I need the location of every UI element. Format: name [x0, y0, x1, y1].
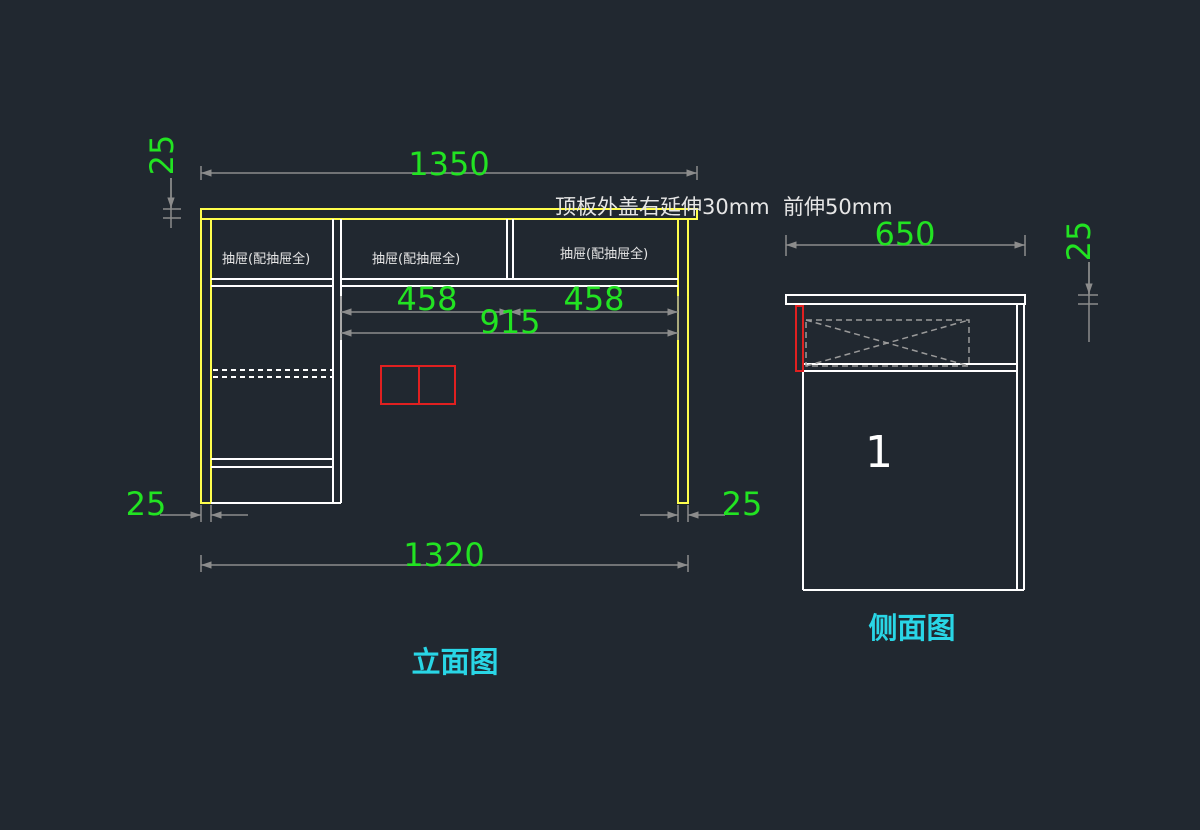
side-panel-number: 1	[865, 427, 893, 478]
side-top-panel	[785, 294, 1026, 305]
side-drawer-box	[805, 319, 970, 367]
side-view: 1 650 25 侧面图	[785, 215, 1098, 645]
dim-leg-left-label: 25	[126, 485, 167, 523]
adjustable-shelf	[213, 369, 333, 378]
dim-bottom-width	[200, 555, 689, 572]
side-drawer-front	[795, 305, 804, 372]
top-panel-note: 顶板外盖右延伸30mm 前伸50mm	[555, 195, 893, 219]
drawer-rail	[341, 219, 678, 287]
front-view-title: 立面图	[411, 645, 498, 679]
left-cabinet	[211, 219, 342, 504]
drawer-label-1: 抽屉(配抽屉全)	[222, 251, 310, 267]
dim-top-thickness-label: 25	[143, 135, 181, 176]
drawer-label-3: 抽屉(配抽屉全)	[560, 246, 648, 262]
dim-side-top-thickness-label: 25	[1060, 221, 1098, 262]
front-view: 抽屉(配抽屉全) 抽屉(配抽屉全) 抽屉(配抽屉全) 1350 25	[126, 135, 763, 679]
left-leg	[200, 218, 212, 504]
dim-bottom-width-label: 1320	[403, 536, 484, 574]
drawer-label-2: 抽屉(配抽屉全)	[372, 251, 460, 267]
dim-leg-right	[640, 505, 725, 522]
dim-top-width	[200, 166, 698, 180]
dim-drawer-left-label: 458	[396, 280, 457, 318]
dim-side-top-thickness	[1078, 262, 1098, 342]
dim-drawer-right-label: 458	[563, 280, 624, 318]
dim-top-thickness	[163, 178, 181, 228]
dim-leg-right-label: 25	[722, 485, 763, 523]
right-leg	[677, 218, 689, 504]
dim-leg-left	[160, 505, 248, 522]
red-marker	[380, 365, 456, 405]
dim-opening-label: 915	[479, 303, 540, 341]
top-panel	[200, 208, 698, 220]
dim-side-depth-label: 650	[874, 215, 935, 253]
dim-side-depth	[785, 235, 1026, 256]
dim-top-width-label: 1350	[408, 145, 489, 183]
side-view-title: 侧面图	[868, 611, 955, 645]
